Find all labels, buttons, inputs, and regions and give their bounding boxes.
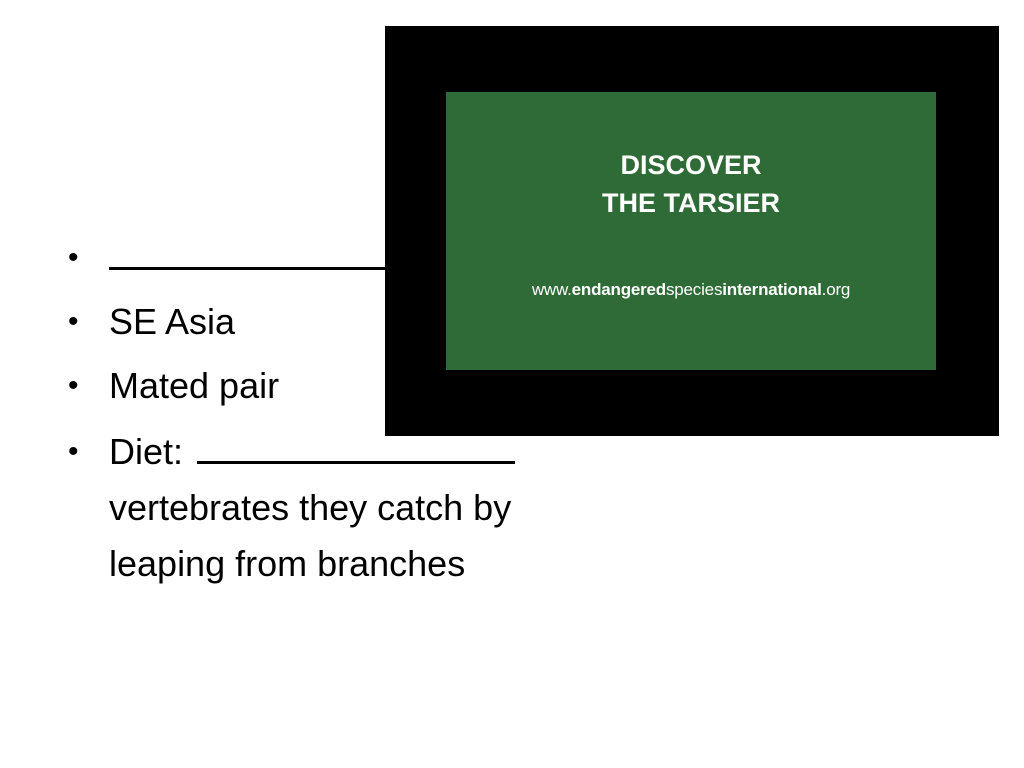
url-part: www. [531, 280, 572, 299]
url-part: international [722, 280, 822, 299]
bullet-text: Mated pair [109, 365, 280, 406]
bullet-item-blank: • [68, 232, 628, 284]
url-part: species [666, 280, 723, 299]
embedded-video[interactable]: DISCOVER THE TARSIER www.endangeredspeci… [385, 26, 999, 436]
diet-text-line-2: vertebrates they catch by [109, 487, 512, 528]
bullet-item-social: • Mated pair [68, 360, 628, 412]
bullet-dot: • [68, 241, 79, 274]
video-title-line-2: THE TARSIER [601, 188, 780, 218]
diet-text-line-3: leaping from branches [109, 543, 466, 584]
bullet-dot: • [68, 305, 79, 338]
bullet-text: SE Asia [109, 301, 236, 342]
url-part: .org [821, 280, 851, 299]
bullet-item-diet: • Diet: vertebrates they catch by leapin… [68, 424, 628, 592]
bullet-item-region: • SE Asia [68, 296, 628, 348]
bullet-dot: • [68, 369, 79, 402]
diet-label: Diet: [109, 431, 184, 472]
fill-in-blank-line [109, 237, 399, 270]
video-title-line-1: DISCOVER [620, 150, 762, 180]
bullet-list: • • SE Asia • Mated pair • Diet: vertebr… [68, 232, 628, 604]
video-title-card: DISCOVER THE TARSIER www.endangeredspeci… [446, 92, 936, 370]
fill-in-blank-line [197, 431, 516, 464]
bullet-dot: • [68, 435, 79, 468]
video-title: DISCOVER THE TARSIER [446, 146, 936, 222]
url-part: endangered [571, 280, 667, 299]
video-url: www.endangeredspeciesinternational.org [446, 278, 936, 302]
